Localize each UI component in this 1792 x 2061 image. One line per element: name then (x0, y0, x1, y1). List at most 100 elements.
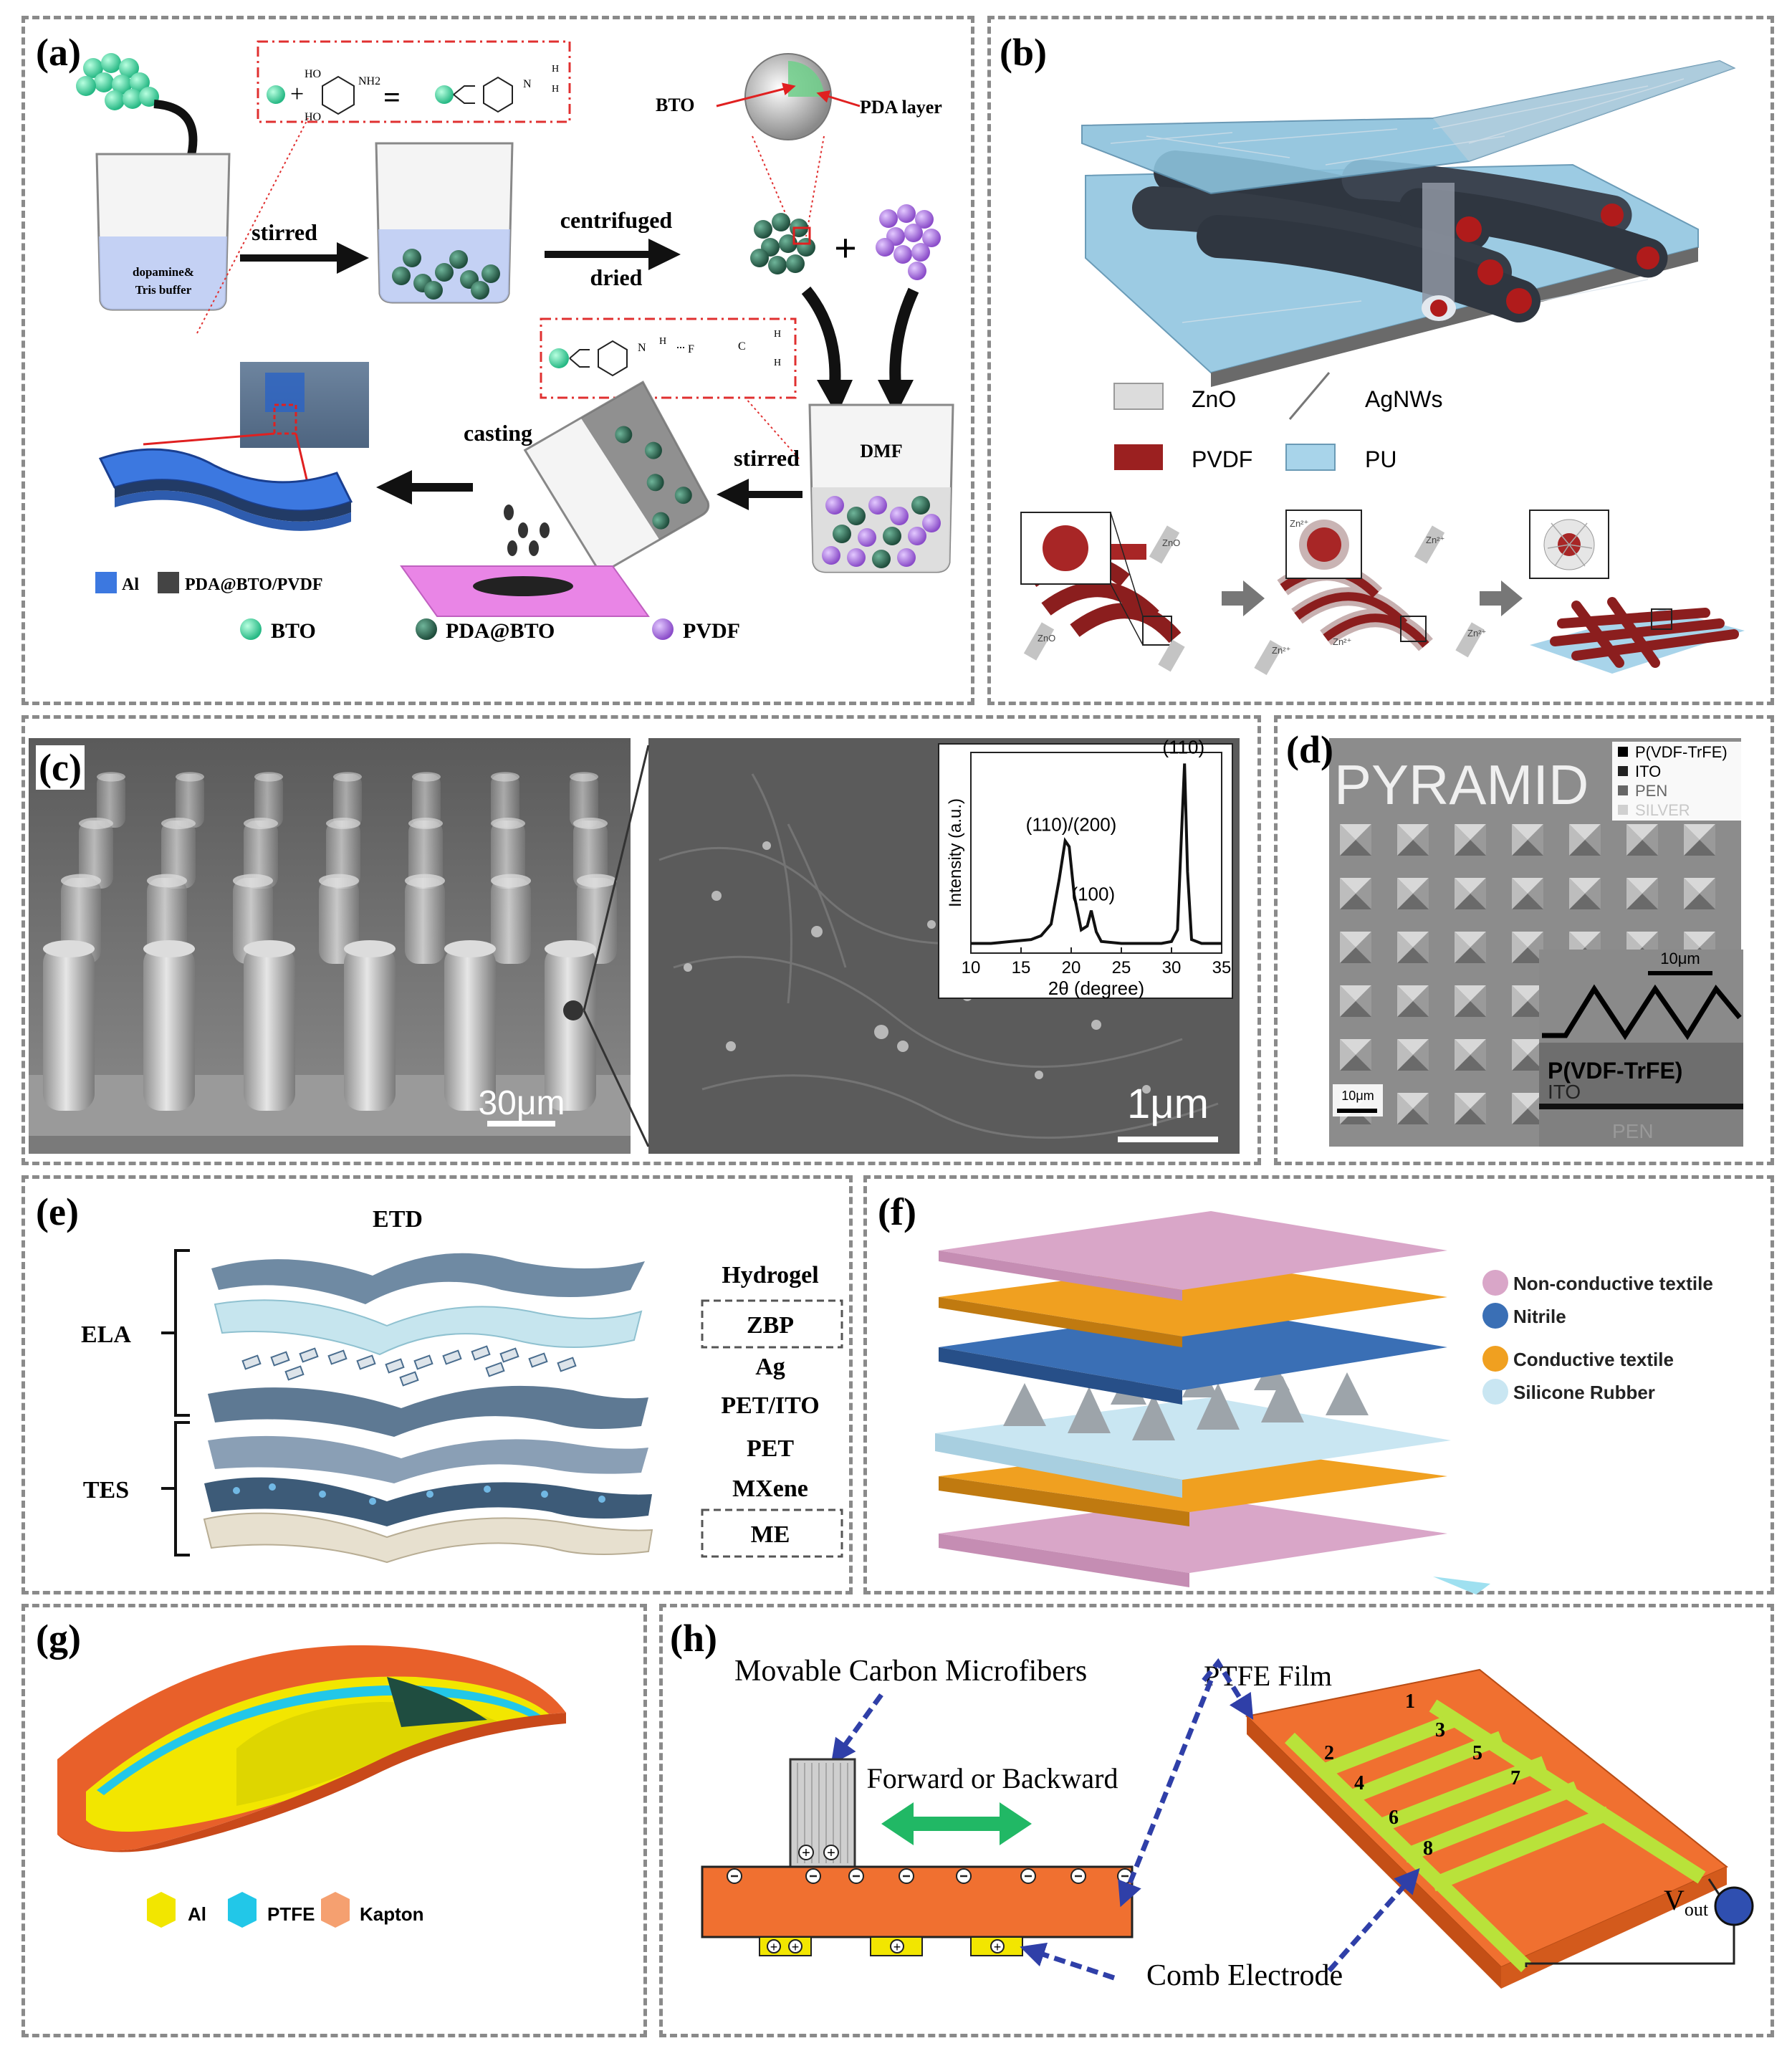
legend-pdabto-dot (416, 618, 437, 640)
pillar-top (491, 818, 525, 829)
pyramid-face (1569, 824, 1601, 840)
pyramid-face (1413, 1039, 1429, 1071)
d-legend-2-swatch (1618, 766, 1628, 776)
chem-box-2 (540, 317, 797, 399)
pyramid-face (1455, 985, 1486, 1001)
chem1-ho1: HO (305, 68, 321, 80)
legend-pda-label: PDA@BTO/PVDF (185, 575, 323, 594)
chem1-nh2: NH2 (358, 75, 380, 87)
h-carbon-label: Movable Carbon Microfibers (734, 1655, 1087, 1688)
step-dried: dried (590, 264, 643, 290)
pyramid-face (1397, 932, 1429, 947)
b-label-zn-2: Zn²⁺ (1426, 535, 1444, 545)
b-label-zn-4: Zn²⁺ (1467, 628, 1486, 639)
pillar-top (545, 940, 596, 957)
panel-label-d: (d) (1286, 728, 1333, 771)
pyramid-face (1626, 824, 1658, 840)
pyramid-face (1340, 1039, 1371, 1055)
f-top-nonconductive (939, 1211, 1447, 1290)
svg-text:=: = (383, 82, 401, 115)
pyramid-face (1528, 824, 1543, 856)
pyramid-face (1455, 1093, 1470, 1124)
pyramid-face (1340, 878, 1356, 909)
pyramid-face (1470, 1039, 1486, 1071)
pyramid-face (1569, 878, 1601, 894)
dotted-link-1 (196, 118, 309, 334)
pillar-top (405, 874, 445, 888)
step-stirred-1: stirred (251, 219, 317, 245)
svg-text:+: + (792, 1940, 800, 1954)
h-ptfe-label: PTFE Film (1204, 1660, 1332, 1692)
pyramid-face (1455, 878, 1486, 894)
pyramid-face (1455, 1055, 1486, 1071)
pyramid-face (1340, 985, 1356, 1017)
pyramid-face (1455, 894, 1486, 909)
pyramid-face (1340, 1039, 1356, 1071)
pyramid-face (1413, 824, 1429, 856)
pillar (405, 878, 445, 964)
pillar-top (344, 940, 396, 957)
panel-label-g: (g) (36, 1617, 81, 1660)
pyramid-face (1340, 824, 1356, 856)
legend-agnws-label: AgNWs (1365, 386, 1442, 412)
beaker1-text-1: dopamine& (133, 265, 194, 279)
pillar (319, 878, 359, 964)
pour-arrow (153, 100, 198, 163)
pyramid-face (1356, 985, 1371, 1017)
pvdf-tubes (1132, 150, 1668, 322)
g-legend-al-label: Al (188, 1903, 206, 1925)
h-vout-meter (1714, 1886, 1754, 1926)
pyramid-face (1626, 878, 1642, 909)
pillar-top (143, 940, 195, 957)
pillar-top (97, 772, 125, 782)
pillar (97, 774, 125, 828)
plus-sign: + (834, 226, 857, 271)
pyramid-face (1455, 840, 1486, 856)
xrd-tick-label: 30 (1162, 958, 1182, 977)
h-num-3: 3 (1435, 1719, 1445, 1741)
pyramid-face (1340, 894, 1371, 909)
pyramid-face (1455, 1109, 1486, 1124)
panel-h: Movable Carbon Microfibers + + Forward o… (701, 1655, 1754, 1992)
e-etd: ETD (373, 1206, 423, 1233)
pillar-top (570, 772, 598, 782)
pyramid-face (1512, 1093, 1543, 1109)
pyramid-face (1626, 894, 1658, 909)
pyramid-face (1512, 985, 1543, 1001)
pillar (143, 946, 195, 1111)
xrd-xlabel: 2θ (degree) (1048, 977, 1144, 999)
pyramid-face (1397, 1001, 1429, 1017)
xrd-ylabel: Intensity (a.u.) (946, 798, 965, 907)
e-mxene: MXene (732, 1476, 808, 1502)
pillar (79, 821, 113, 889)
pyramid-face (1512, 894, 1543, 909)
pyramid-face (1512, 840, 1543, 856)
pillar (254, 774, 283, 828)
chem1-h1: H (552, 64, 559, 75)
xrd-tick-label: 15 (1012, 958, 1031, 977)
f-nitrile (939, 1308, 1447, 1390)
panel-label-f: (f) (878, 1190, 916, 1233)
pillar (570, 774, 598, 828)
pillar-top (333, 772, 362, 782)
pyramid-face (1397, 878, 1413, 909)
pyramid-face (1455, 932, 1486, 947)
pyramid-face (1684, 824, 1700, 856)
panel-label-c: (c) (36, 745, 85, 790)
pillar (491, 774, 519, 828)
chem2-f: F (688, 343, 694, 355)
pillar-top (326, 818, 360, 829)
pyramid-face (1397, 1093, 1413, 1124)
svg-text:+: + (994, 1940, 1002, 1954)
beaker-2 (375, 142, 514, 304)
legend-pvdf-label: PVDF (1192, 446, 1252, 472)
pyramid-face (1455, 932, 1470, 963)
legend-pdabto-label: PDA@BTO (446, 619, 555, 643)
pyramid-face (1512, 932, 1543, 947)
b-label-zno-2: ZnO (1038, 633, 1055, 644)
e-ag: Ag (755, 1354, 785, 1380)
chem2-n: N (638, 342, 646, 354)
pillar-top (491, 772, 519, 782)
